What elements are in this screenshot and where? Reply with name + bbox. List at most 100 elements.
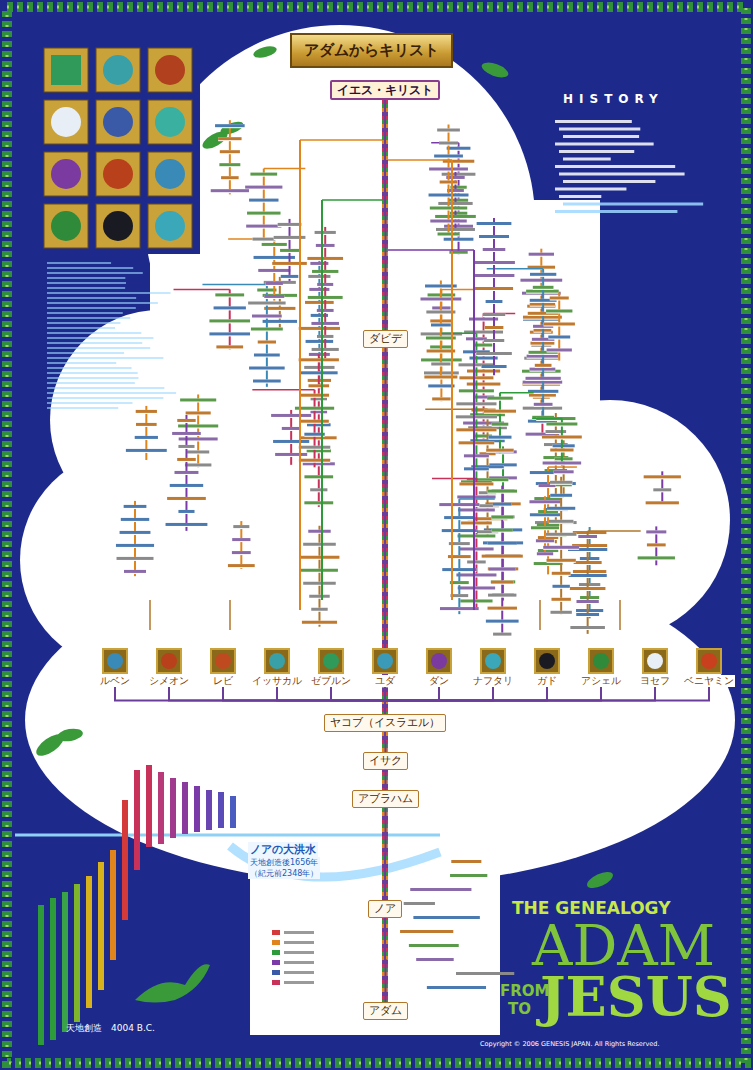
gem-icon: [372, 648, 398, 674]
gem-icon: [264, 648, 290, 674]
tribe-box: レビ: [209, 648, 237, 687]
gem-stone: [701, 653, 717, 669]
tribe-box: ダン: [425, 648, 453, 687]
gem-stone: [215, 653, 231, 669]
person-box: アダム: [363, 1002, 408, 1020]
lineage-path: [385, 770, 387, 790]
lineage-path: [385, 687, 439, 714]
lineage-line: [385, 100, 387, 330]
person-box: ノア: [368, 900, 402, 918]
tribe-box: ルベン: [98, 648, 132, 687]
section-heading: HISTORY: [563, 92, 664, 106]
lineage-path: [115, 687, 385, 714]
tribe-box: イッサカル: [250, 648, 304, 687]
person-box: イエス・キリスト: [330, 80, 440, 100]
gem-icon: [102, 648, 128, 674]
poster-title: JESUS: [540, 968, 732, 1026]
gem-icon: [642, 648, 668, 674]
lineage-line: [115, 687, 385, 714]
lineage-path: [384, 808, 387, 900]
lineage-line: [277, 687, 385, 714]
gem-icon: [588, 648, 614, 674]
gem-stone: [269, 653, 285, 669]
tribe-box: ゼブルン: [309, 648, 353, 687]
gem-stone: [377, 653, 393, 669]
poster-title: THE GENEALOGY: [512, 898, 671, 918]
lineage-line: [385, 808, 387, 900]
person-box: アブラハム: [352, 790, 419, 808]
lineage-path: [384, 100, 387, 330]
gem-icon: [696, 648, 722, 674]
gem-stone: [323, 653, 339, 669]
lineage-path: [223, 687, 385, 714]
tribe-box: ナフタリ: [471, 648, 515, 687]
tribe-box: シメオン: [147, 648, 191, 687]
person-name: ノア: [374, 902, 396, 916]
lineage-path: [385, 687, 655, 714]
person-name: イッサカル: [251, 675, 303, 687]
flood-note: ノアの大洪水: [248, 842, 318, 857]
lineage-path: [385, 687, 547, 714]
person-name: ナフタリ: [472, 675, 514, 687]
person-name: イエス・キリスト: [337, 83, 433, 97]
lineage-line: [385, 770, 386, 790]
lineage-path: [385, 687, 601, 714]
lineage-line: [385, 687, 547, 714]
person-name: ヤコブ（イスラエル）: [330, 716, 440, 730]
poster-title: ADAM: [532, 916, 715, 976]
gem-stone: [485, 653, 501, 669]
lineage-path: [384, 732, 387, 752]
person-name: ユダ: [372, 675, 398, 687]
lineage-line: [385, 687, 439, 714]
gem-stone: [107, 653, 123, 669]
lineage-path: [384, 687, 386, 714]
person-box: ダビデ: [363, 330, 408, 348]
gem-stone: [161, 653, 177, 669]
person-name: ルベン: [99, 675, 131, 687]
person-name: アダム: [369, 1004, 402, 1018]
lineage-line: [385, 732, 387, 752]
person-name: アブラハム: [358, 792, 413, 806]
lineage-line: [385, 348, 387, 648]
person-name: ベニヤミン: [683, 675, 735, 687]
gem-stone: [647, 653, 663, 669]
lineage-path: [277, 687, 385, 714]
flood-note: （紀元前2348年）: [248, 868, 320, 879]
person-box: イサク: [363, 752, 408, 770]
lineage-line: [385, 687, 709, 714]
creation-date: 天地創造 4004 B.C.: [66, 1022, 155, 1035]
lineage-line: [223, 687, 385, 714]
tribe-box: アシェル: [579, 648, 623, 687]
lineage-line: [169, 687, 385, 714]
person-name: ダビデ: [369, 332, 402, 346]
gem-icon: [426, 648, 452, 674]
person-name: ダン: [426, 675, 452, 687]
lineage-path: [385, 687, 709, 714]
lineage-path: [331, 687, 385, 714]
gem-icon: [156, 648, 182, 674]
copyright-note: Copyright © 2006 GENESIS JAPAN. All Righ…: [480, 1040, 660, 1048]
gem-stone: [593, 653, 609, 669]
lineage-line: [385, 687, 655, 714]
gem-icon: [318, 648, 344, 674]
tribe-box: ユダ: [371, 648, 399, 687]
title-plate: アダムからキリスト: [290, 33, 453, 68]
poster-title: TO: [508, 1000, 531, 1018]
gem-icon: [534, 648, 560, 674]
person-name: ヨセフ: [639, 675, 671, 687]
lineage-line: [385, 687, 493, 714]
gem-stone: [431, 653, 447, 669]
lineage-path: [169, 687, 385, 714]
lineage-path: [384, 348, 387, 648]
person-name: ガド: [534, 675, 560, 687]
tribe-box: ガド: [533, 648, 561, 687]
person-name: レビ: [210, 675, 236, 687]
lineage-path: [384, 918, 387, 1002]
gem-icon: [210, 648, 236, 674]
lineage-path: [385, 687, 493, 714]
lineage-line: [385, 918, 387, 1002]
tribe-box: ベニヤミン: [682, 648, 736, 687]
person-name: シメオン: [148, 675, 190, 687]
person-name: ゼブルン: [310, 675, 352, 687]
tribe-box: ヨセフ: [638, 648, 672, 687]
